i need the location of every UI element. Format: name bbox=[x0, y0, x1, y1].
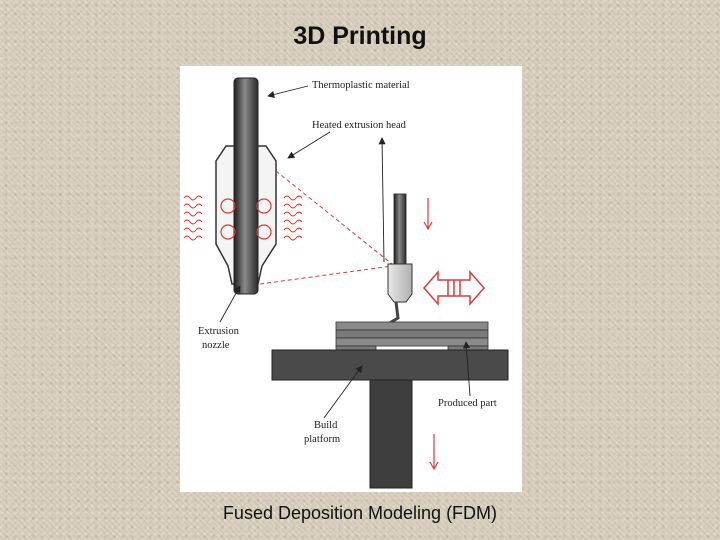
heating-coils bbox=[220, 198, 272, 240]
zoom-lines bbox=[259, 170, 393, 285]
extrusion-head-detail bbox=[183, 77, 303, 295]
red-down-arrow-upper-icon bbox=[423, 198, 433, 231]
fdm-diagram: Thermoplastic material Heated extrusion … bbox=[180, 66, 522, 492]
build-platform-top bbox=[271, 349, 509, 381]
small-nozzle bbox=[387, 263, 413, 303]
nozzle-tip bbox=[376, 301, 400, 326]
horizontal-motion-arrow-icon bbox=[423, 270, 485, 306]
label-build-platform-line1: Build bbox=[314, 420, 338, 431]
feed-rod bbox=[393, 193, 407, 265]
leader-arrows bbox=[219, 85, 471, 419]
part-layer bbox=[335, 329, 489, 339]
heat-waves-left-icon bbox=[183, 195, 203, 241]
build-platform-post bbox=[369, 379, 413, 489]
part-layer bbox=[335, 321, 489, 331]
heat-waves-right-icon bbox=[283, 195, 303, 241]
label-extrusion-nozzle-line2: nozzle bbox=[202, 340, 230, 351]
thermoplastic-rod bbox=[233, 77, 259, 295]
red-down-arrow-lower-icon bbox=[429, 434, 439, 471]
slide-caption: Fused Deposition Modeling (FDM) bbox=[222, 503, 498, 523]
fdm-diagram-svg: Thermoplastic material Heated extrusion … bbox=[183, 77, 509, 489]
slide-title: 3D Printing bbox=[293, 22, 427, 50]
label-produced-part: Produced part bbox=[438, 398, 497, 409]
label-heated-extrusion-head: Heated extrusion head bbox=[312, 120, 407, 131]
label-extrusion-nozzle-line1: Extrusion bbox=[198, 326, 240, 337]
label-build-platform-line2: platform bbox=[304, 434, 340, 445]
part-layer bbox=[335, 337, 489, 347]
label-thermoplastic-material: Thermoplastic material bbox=[312, 80, 410, 91]
